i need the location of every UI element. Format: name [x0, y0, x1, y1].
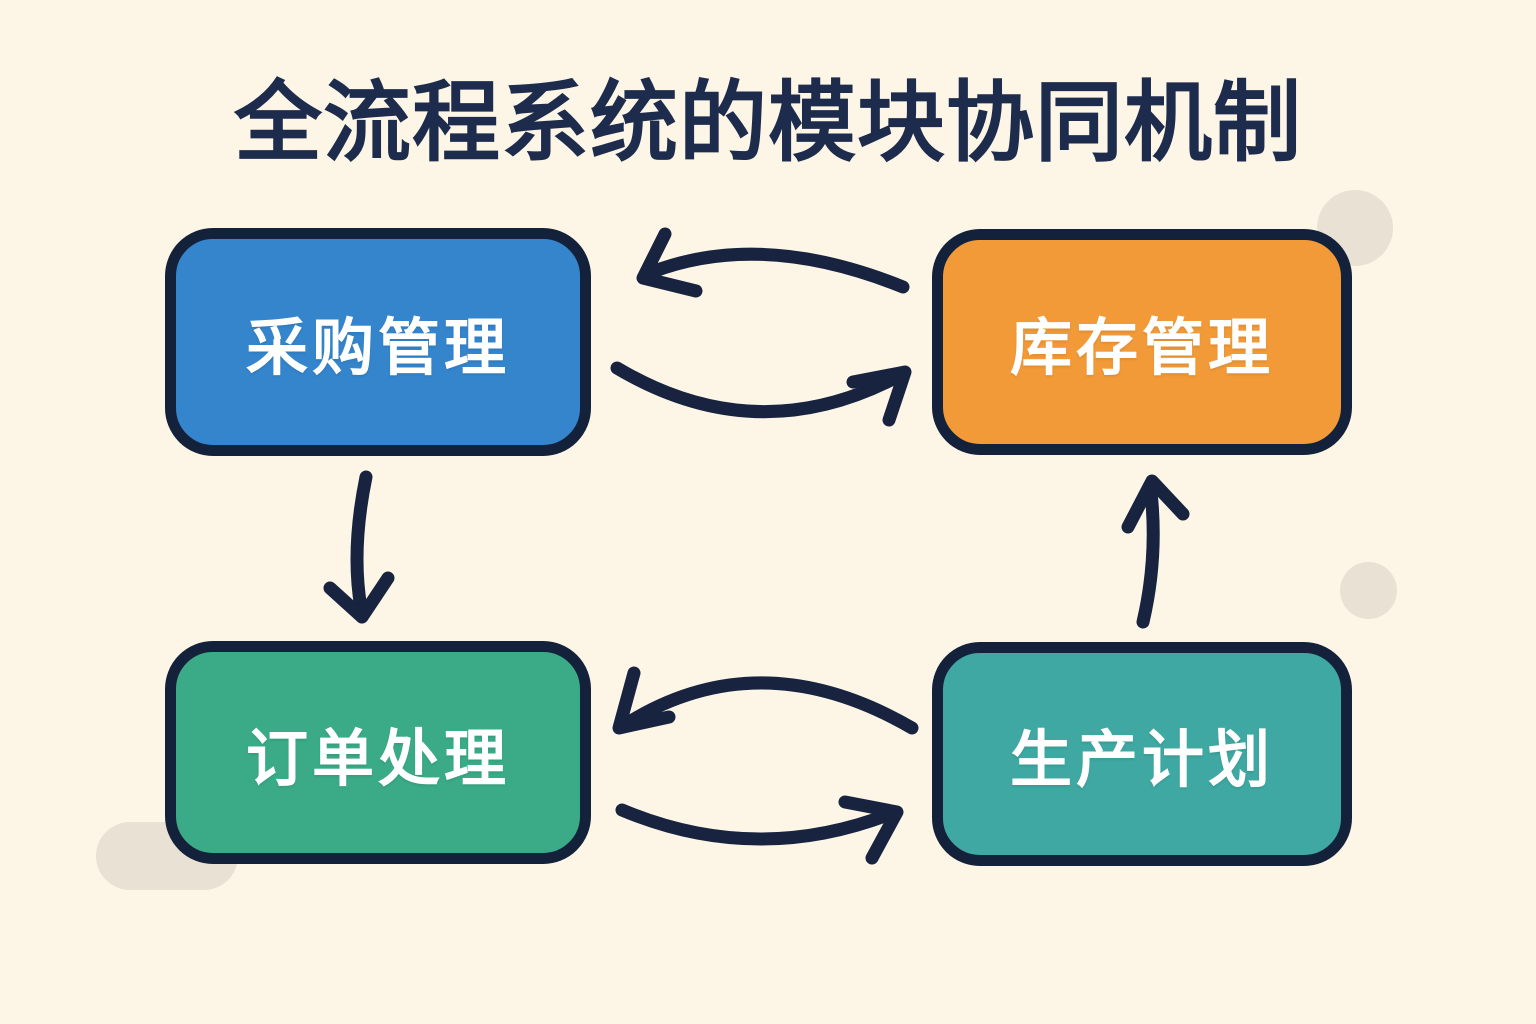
node-production-label: 生产计划	[1009, 726, 1274, 795]
arrow-procurement-to-inventory	[610, 361, 912, 427]
arrow-inventory-to-procurement	[636, 227, 910, 298]
node-orders-label: 订单处理	[245, 724, 510, 794]
arrow-production-to-orders	[612, 666, 919, 735]
node-orders: 订单处理	[165, 641, 591, 864]
node-production: 生产计划	[932, 642, 1352, 866]
arrow-production-to-inventory	[1121, 474, 1190, 629]
node-procurement: 采购管理	[165, 228, 591, 456]
node-procurement-label: 采购管理	[245, 314, 510, 383]
page-title: 全流程系统的模块协同机制	[233, 73, 1302, 172]
decor-circle-mid-right	[1340, 562, 1397, 619]
arrow-procurement-to-orders	[323, 470, 395, 624]
node-inventory-label: 库存管理	[1009, 314, 1274, 383]
node-inventory: 库存管理	[932, 229, 1352, 455]
arrow-orders-to-production	[615, 795, 904, 865]
